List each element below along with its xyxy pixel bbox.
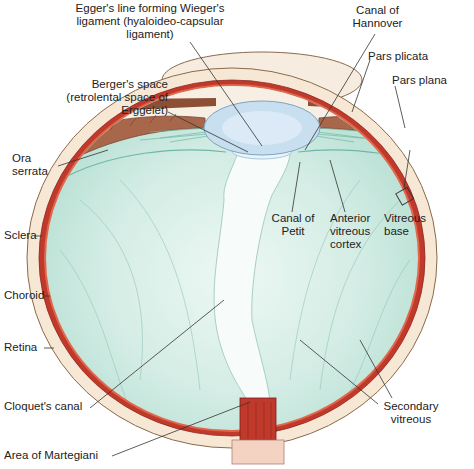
part-label: Retina xyxy=(4,341,54,354)
part-label: Pars plicata xyxy=(368,50,458,63)
part-label: Canal of Hannover xyxy=(340,4,415,30)
anterior-chamber xyxy=(0,0,474,120)
lens-nucleus xyxy=(222,111,302,145)
ciliary-body xyxy=(319,116,474,172)
sclera-layer xyxy=(27,68,437,448)
choroid-layer xyxy=(39,80,425,436)
anterior-hyaloid xyxy=(298,150,464,180)
cloquets-canal xyxy=(214,152,290,402)
leader-lines xyxy=(34,34,410,456)
part-label: Secondary vitreous xyxy=(370,400,452,426)
part-label: Pars plana xyxy=(392,74,470,87)
part-label: Cloquet's canal xyxy=(4,400,114,413)
nerve-fibers xyxy=(248,402,271,440)
anterior-hyaloid xyxy=(60,150,226,180)
part-label: Vitreous base xyxy=(384,212,434,238)
part-label: Canal of Petit xyxy=(262,212,324,238)
optic-nerve xyxy=(240,398,276,440)
part-label: Area of Martegiani xyxy=(4,449,134,462)
part-label: Ora serrata xyxy=(12,152,62,178)
part-label: Egger's line forming Wieger's ligament (… xyxy=(72,2,228,42)
iris xyxy=(308,98,474,114)
part-label: Choroid xyxy=(4,289,59,302)
ciliary-body xyxy=(40,116,205,172)
vitreous-base-marker xyxy=(396,187,414,205)
anterior-segment xyxy=(0,0,474,410)
lens xyxy=(204,101,320,155)
part-label: Berger's space (retrolental space of Erg… xyxy=(66,78,168,118)
part-label: Anterior vitreous cortex xyxy=(330,212,382,252)
part-label: Sclera xyxy=(4,229,54,242)
nerve-sheath xyxy=(232,440,284,464)
